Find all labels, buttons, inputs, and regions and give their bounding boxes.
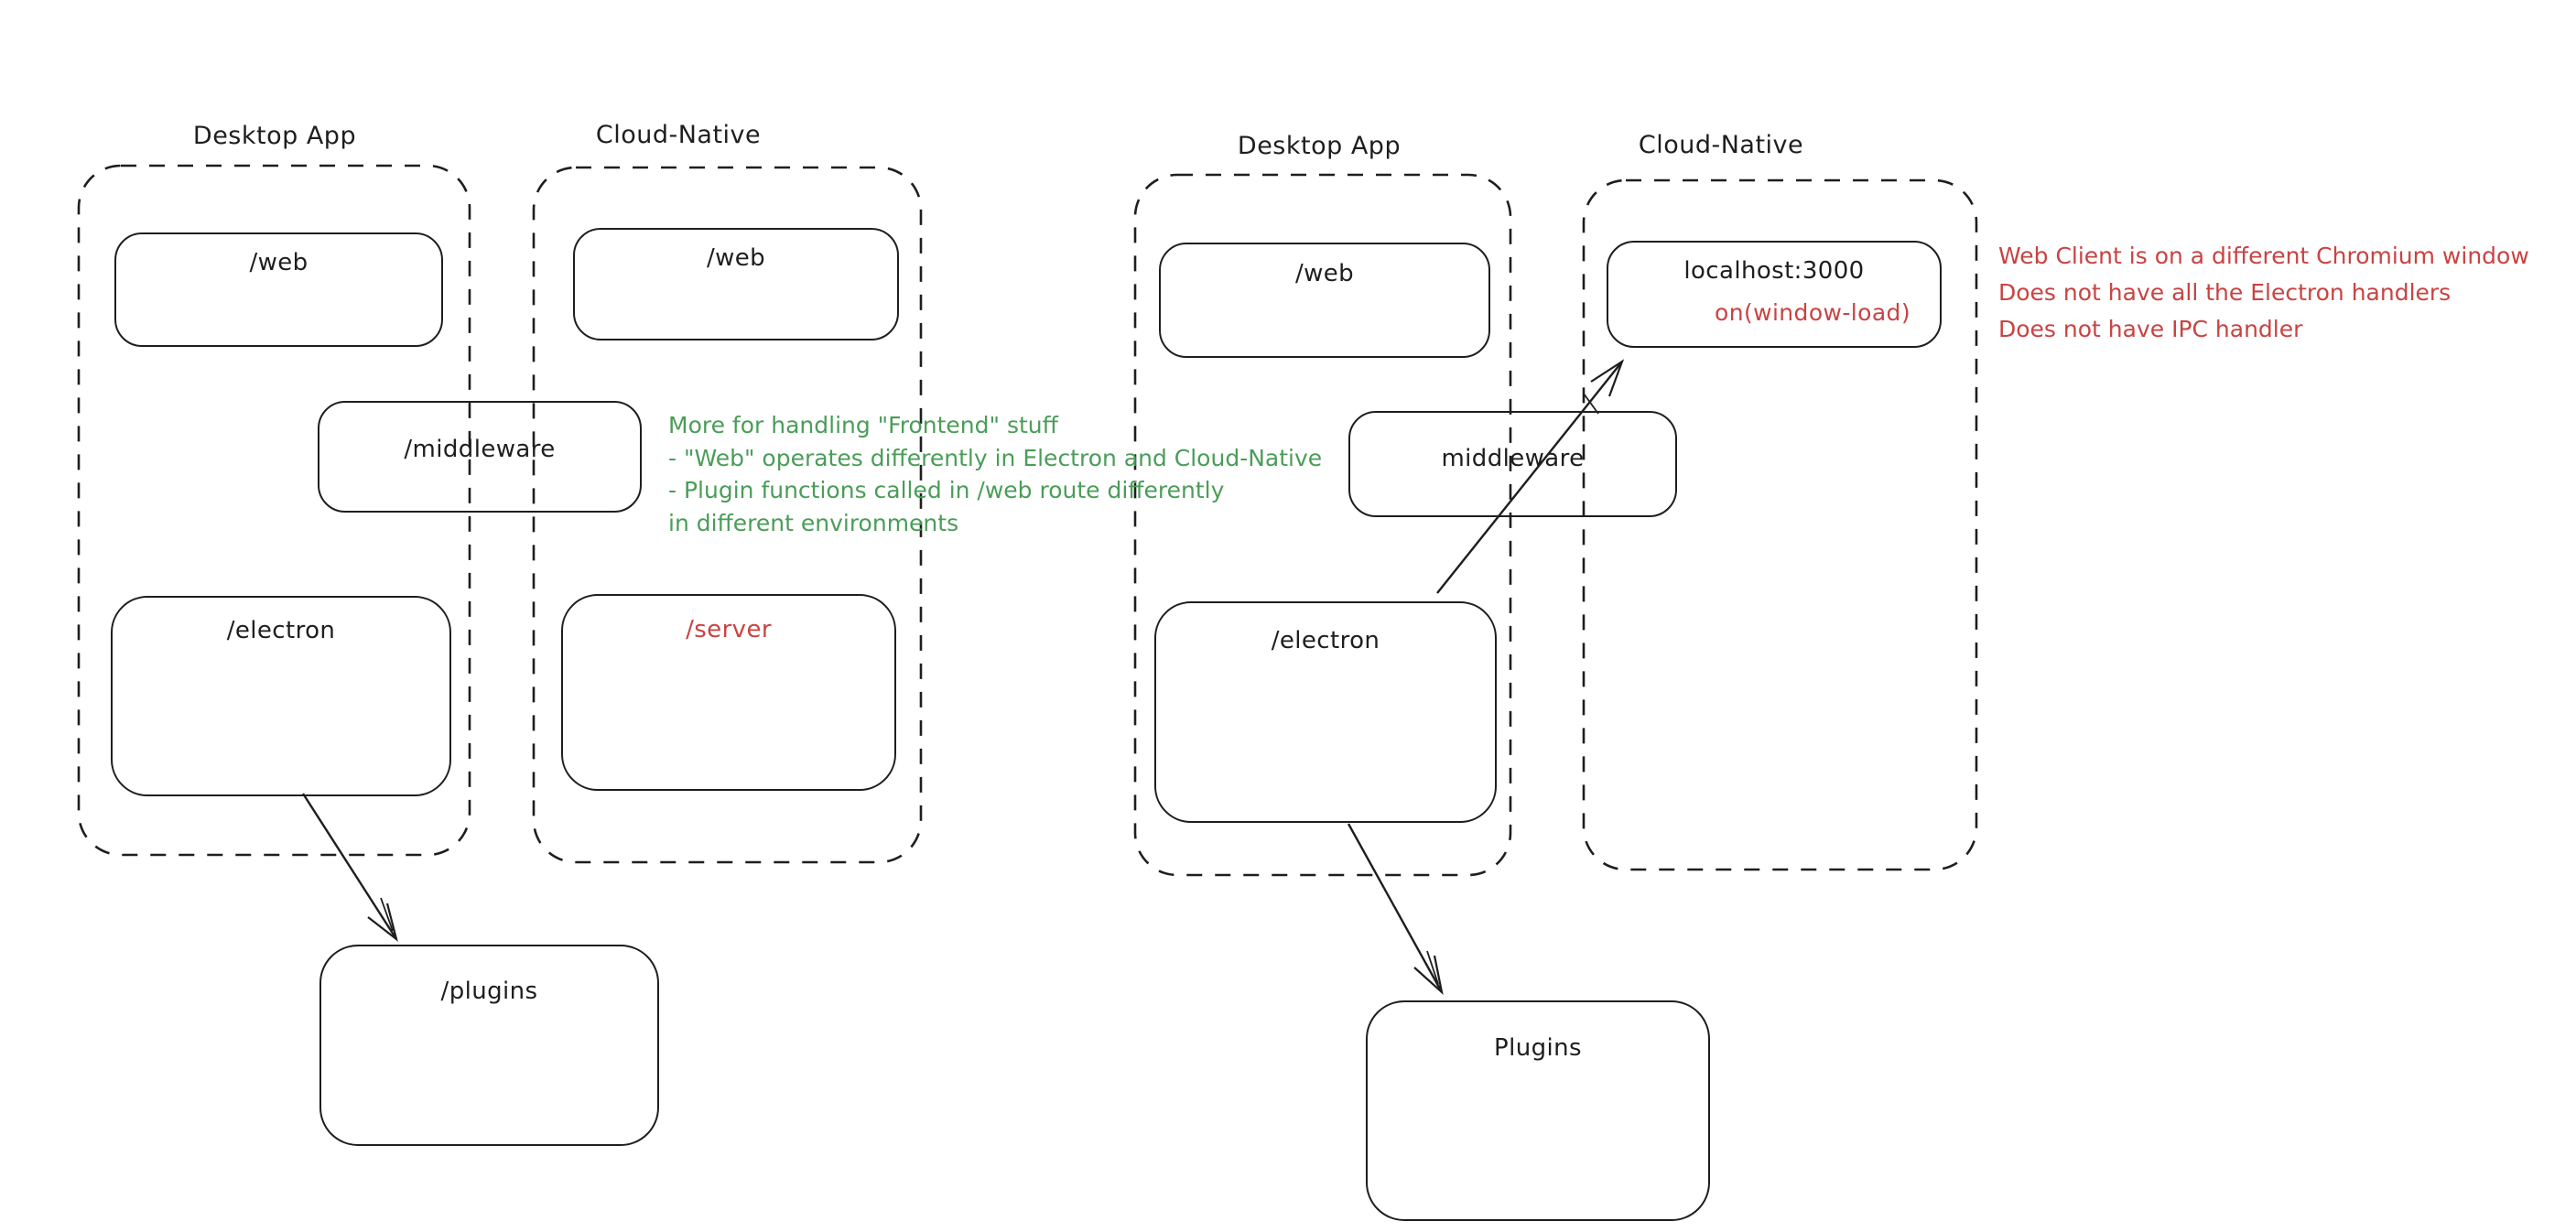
left-cloud-web-box[interactable]: /web — [573, 228, 899, 340]
left-plugins-box[interactable]: /plugins — [319, 945, 659, 1146]
left-desktop-app-title[interactable]: Desktop App — [192, 122, 357, 150]
right-localhost-label: localhost:3000 — [1683, 257, 1865, 285]
red-annotation[interactable]: Web Client is on a different Chromium wi… — [1998, 238, 2529, 348]
right-desktop-app-title[interactable]: Desktop App — [1237, 132, 1402, 160]
left-electron-box[interactable]: /electron — [111, 596, 451, 796]
left-middleware-box[interactable]: /middleware — [318, 401, 642, 513]
right-electron-label: /electron — [1271, 627, 1380, 654]
right-plugins-label: Plugins — [1494, 1034, 1582, 1062]
left-cloud-native-title[interactable]: Cloud-Native — [595, 121, 762, 149]
left-server-box[interactable]: /server — [561, 594, 896, 791]
right-web-box[interactable]: /web — [1159, 243, 1490, 358]
right-localhost-box[interactable]: localhost:3000 on(window-load) — [1607, 241, 1942, 348]
green-annotation-line: - Plugin functions called in /web route … — [668, 477, 1225, 503]
arrow-left-electron-to-plugins[interactable] — [301, 793, 398, 942]
arrow-right-electron-to-plugins[interactable] — [1347, 823, 1444, 996]
red-annotation-line: Does not have IPC handler — [1998, 316, 2303, 342]
left-cloud-web-label: /web — [706, 244, 766, 272]
green-annotation-line: More for handling "Frontend" stuff — [668, 412, 1058, 438]
left-electron-label: /electron — [226, 617, 336, 644]
arrow-sketch-stroke — [380, 897, 394, 932]
arrow-sketch-stroke — [1426, 950, 1439, 985]
left-web-label: /web — [249, 249, 308, 276]
arrow-shaft — [1347, 823, 1444, 993]
right-electron-box[interactable]: /electron — [1154, 601, 1497, 823]
green-annotation-line: - "Web" operates differently in Electron… — [668, 444, 1323, 471]
red-annotation-line: Web Client is on a different Chromium wi… — [1998, 243, 2529, 269]
green-annotation-line: in different environments — [668, 509, 959, 536]
red-annotation-line: Does not have all the Electron handlers — [1998, 279, 2452, 306]
left-server-label: /server — [686, 616, 772, 643]
right-middleware-label: middleware — [1441, 445, 1585, 472]
green-annotation[interactable]: More for handling "Frontend" stuff - "We… — [668, 409, 1322, 539]
arrow-head — [1413, 955, 1444, 996]
arrow-head — [1590, 359, 1625, 397]
right-plugins-box[interactable]: Plugins — [1366, 1000, 1710, 1221]
right-window-load-label: on(window-load) — [1715, 299, 1910, 326]
right-middleware-box[interactable]: middleware — [1348, 411, 1677, 517]
left-middleware-label: /middleware — [404, 436, 556, 463]
right-web-label: /web — [1294, 260, 1355, 287]
arrow-shaft — [301, 793, 398, 940]
arrow-head — [367, 902, 398, 942]
left-web-box[interactable]: /web — [114, 232, 443, 347]
left-plugins-label: /plugins — [440, 978, 538, 1005]
right-cloud-native-title[interactable]: Cloud-Native — [1638, 131, 1804, 159]
